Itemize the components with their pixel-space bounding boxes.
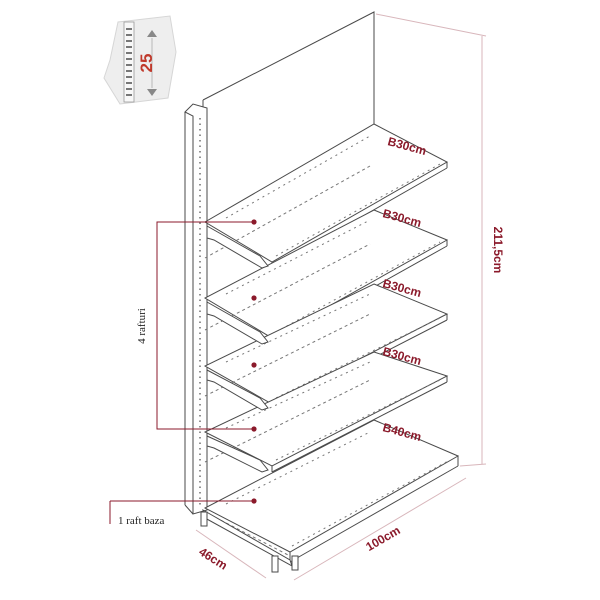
dimension-lines [195,13,487,581]
shelf-base [203,379,460,563]
shelf-brackets [206,225,269,473]
badge-number: 25 [137,54,156,73]
annotation-dots [251,219,257,504]
annotation-lines [109,221,254,524]
shelves-count-label: 4 rafturi [136,308,148,344]
shelves [203,123,460,563]
upright-post [184,103,208,515]
base-plinth [200,508,299,573]
height-dimension-label: 211,5cm [491,227,505,274]
base-shelf-label: 1 raft baza [118,515,165,527]
depth-dimension-label: 46cm [196,545,229,573]
hole-pitch-badge-icon: 25 [103,15,177,105]
